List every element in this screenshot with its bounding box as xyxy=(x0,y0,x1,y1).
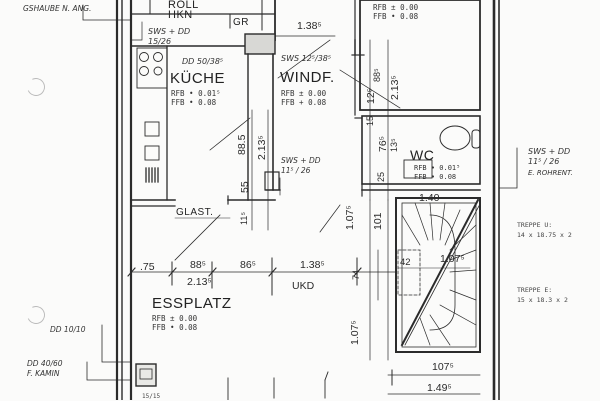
kueche-dd-note: DD 50/38⁵ xyxy=(182,57,224,66)
windfang-ffb: FFB + 0.08 xyxy=(281,98,327,107)
dim-15-vertical: 15 xyxy=(365,115,375,126)
wc-ffb: FFB • 0.08 xyxy=(414,173,457,181)
dim-2135-top-vertical: 2.13⁵ xyxy=(389,75,401,100)
dim-1385-mid: 1.38⁵ xyxy=(300,259,325,271)
treppe-u-spec: 14 x 18.75 x 2 xyxy=(517,231,572,239)
treppe-e-label: TREPPE E: xyxy=(517,286,553,294)
essplatz-rfb: RFB ± 0.00 xyxy=(152,314,198,323)
windfang-room-name: WINDF. xyxy=(280,69,335,86)
gshaube-note: GSHAUBE N. ANG. xyxy=(23,4,92,13)
sws-right-note-l3: E. ROHRENT. xyxy=(528,169,573,177)
dim-1075-b-vertical: 1.07⁵ xyxy=(349,320,361,345)
dim-125-vertical: 12⁵ xyxy=(365,87,377,104)
dim-1075-a-vertical: 1.07⁵ xyxy=(344,205,356,230)
dim-101-vertical: 101 xyxy=(372,212,384,230)
dim-865: 86⁵ xyxy=(240,259,257,271)
dim-1075-stair: 1.07⁵ xyxy=(440,253,465,265)
sws-right-note-l1: SWS + DD xyxy=(528,147,571,156)
sws-right-note-l2: 11⁵ / 26 xyxy=(528,157,560,166)
dim-42: 42 xyxy=(400,257,411,268)
dim-885: 88⁵ xyxy=(190,259,207,271)
sws-kueche-note-l1: SWS + DD xyxy=(148,27,191,36)
dim-1495: 1.49⁵ xyxy=(427,382,452,394)
dd-10-note: DD 10/10 xyxy=(50,325,86,334)
dim-55-vertical: 55 xyxy=(239,181,251,193)
top-room-ffb: FFB • 0.08 xyxy=(373,12,419,21)
dim-74-vertical: 74 xyxy=(351,269,361,280)
hkn-label: HKN xyxy=(168,9,193,21)
wc-rfb: RFB • 0.01⁵ xyxy=(414,164,461,172)
dd-40-note-l2: F. KAMIN xyxy=(27,369,60,378)
dd-40-note-l1: DD 40/60 xyxy=(27,359,63,368)
kueche-rfb: RFB • 0.01⁵ xyxy=(171,89,221,98)
kamin-dim: 15/15 xyxy=(142,393,161,400)
dim-885-vertical: 88.5 xyxy=(236,134,248,155)
ukd-label: UKD xyxy=(292,280,315,292)
sws-mid-note-l2: 11⁵ / 26 xyxy=(281,166,311,175)
dim-2135-low: 2.13⁵ xyxy=(187,276,212,288)
dim-2135-vertical: 2.13⁵ xyxy=(256,135,268,160)
dim-115-vertical: 11⁵ xyxy=(239,211,249,225)
dim-75: .75 xyxy=(140,261,155,273)
glast-label: GLAST. xyxy=(176,207,214,218)
dim-76-vertical: 76⁵ xyxy=(377,135,389,152)
dim-885-top-vertical: 88⁵ xyxy=(372,68,382,82)
dim-138-top: 1.38⁵ xyxy=(297,20,322,32)
treppe-u-label: TREPPE U: xyxy=(517,221,553,229)
essplatz-room-name: ESSPLATZ xyxy=(152,295,232,312)
essplatz-ffb: FFB • 0.08 xyxy=(152,323,198,332)
sws-kueche-note-l2: 15/26 xyxy=(148,37,172,46)
kueche-ffb: FFB • 0.08 xyxy=(171,98,217,107)
wc-room-name: WC xyxy=(410,147,435,163)
sws-mid-note-l1: SWS + DD xyxy=(281,156,321,165)
dim-1075-bottom: 107⁵ xyxy=(432,361,454,373)
windfang-rfb: RFB ± 0.00 xyxy=(281,89,327,98)
dim-140: 1.40 xyxy=(419,192,440,204)
top-room-rfb: RFB ± 0.00 xyxy=(373,3,419,12)
treppe-e-spec: 15 x 18.3 x 2 xyxy=(517,296,568,304)
dim-25-vertical: 25 xyxy=(376,171,386,182)
dim-135-vertical: 13⁵ xyxy=(389,138,399,152)
gr-label: GR xyxy=(233,17,249,28)
windfang-sws-note: SWS 12⁵/38⁵ xyxy=(281,54,332,63)
kueche-room-name: KÜCHE xyxy=(170,70,226,87)
roll-label: ROLL xyxy=(168,0,199,11)
